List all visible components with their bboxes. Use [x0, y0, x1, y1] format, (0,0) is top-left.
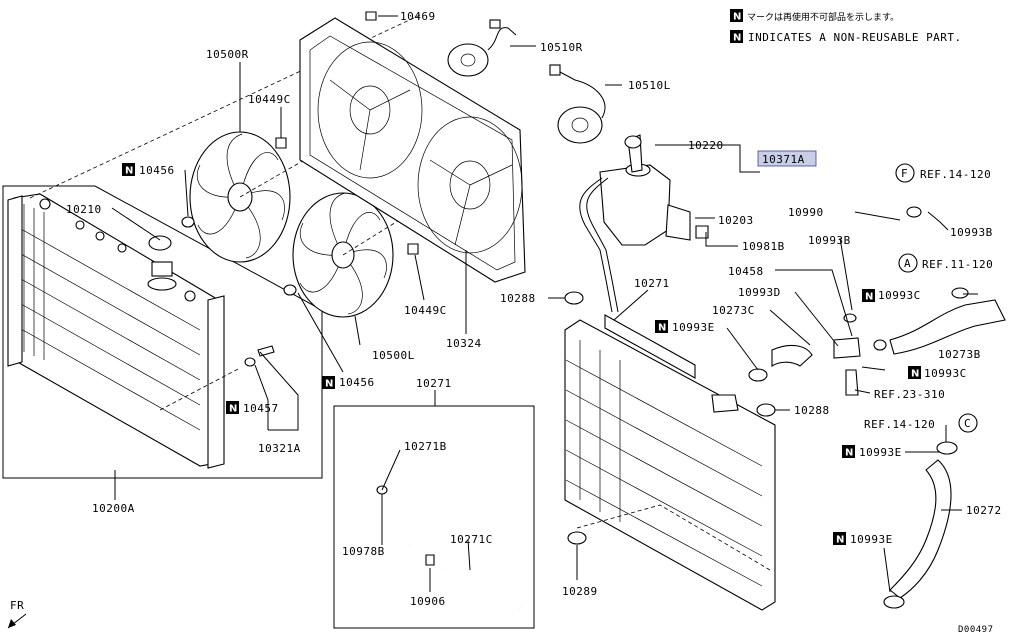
- part-labels: 10469 10510R 10510L 10500R 10449C 10456 …: [10, 10, 1002, 635]
- non-reusable-n-icon: [730, 30, 743, 43]
- non-reusable-markers: [122, 163, 921, 545]
- label-ref-14-120[interactable]: REF.14-120: [920, 168, 991, 181]
- label-10458[interactable]: 10458: [728, 265, 764, 278]
- highlighted-part-box: [757, 150, 817, 167]
- n-icon: [122, 163, 135, 176]
- bolts: [181, 11, 419, 296]
- label-10449C[interactable]: 10449C: [248, 93, 291, 106]
- label-10324[interactable]: 10324: [446, 337, 482, 350]
- label-10510R[interactable]: 10510R: [540, 41, 583, 54]
- callout-a: A: [904, 257, 911, 270]
- label-10203[interactable]: 10203: [718, 214, 754, 227]
- leader-lines: [111, 15, 978, 593]
- label-10288[interactable]: 10288: [794, 404, 830, 417]
- label-10457[interactable]: 10457: [243, 402, 279, 415]
- callout-f: F: [901, 167, 908, 180]
- label-10469[interactable]: 10469: [400, 10, 436, 23]
- n-icon: [322, 376, 335, 389]
- n-symbol-text: N: [733, 12, 741, 23]
- label-10271B[interactable]: 10271B: [404, 440, 447, 453]
- label-ref-14-120-c[interactable]: REF.14-120: [864, 418, 935, 431]
- label-10273C[interactable]: 10273C: [712, 304, 755, 317]
- fan-motor-10510R: [447, 19, 517, 77]
- label-10993B[interactable]: 10993B: [950, 226, 993, 239]
- n-letters: N N N N N N N N: [125, 166, 919, 546]
- reservoir-tank-10220: [579, 134, 709, 313]
- svg-text:N: N: [845, 448, 853, 459]
- document-id: D00497: [958, 625, 994, 635]
- label-10993E[interactable]: 10993E: [859, 446, 902, 459]
- label-10993E[interactable]: 10993E: [672, 321, 715, 334]
- non-reusable-n-icon: [730, 9, 743, 22]
- n-icon: [842, 445, 855, 458]
- label-10449C[interactable]: 10449C: [404, 304, 447, 317]
- label-10371A[interactable]: 10371A: [762, 153, 805, 166]
- label-10993B[interactable]: 10993B: [808, 234, 851, 247]
- front-arrow-icon: [7, 613, 27, 629]
- svg-text:N: N: [911, 369, 919, 380]
- svg-text:N: N: [229, 404, 237, 415]
- label-10271[interactable]: 10271: [416, 377, 452, 390]
- fan-shroud-10324: [299, 17, 526, 283]
- legend-en-note: INDICATES A NON-REUSABLE PART.: [748, 31, 962, 44]
- label-10993C[interactable]: 10993C: [878, 289, 921, 302]
- label-ref-11-120[interactable]: REF.11-120: [922, 258, 993, 271]
- label-10990[interactable]: 10990: [788, 206, 824, 219]
- n-icon: [226, 401, 239, 414]
- label-10993C[interactable]: 10993C: [924, 367, 967, 380]
- label-10981B[interactable]: 10981B: [742, 240, 785, 253]
- n-icon: [833, 532, 846, 545]
- label-10993E[interactable]: 10993E: [850, 533, 893, 546]
- ref-callouts: F A C: [895, 163, 978, 433]
- n-icon: [908, 366, 921, 379]
- radiator-assembly-left: [2, 185, 323, 479]
- n-icon: [655, 320, 668, 333]
- front-direction-label: FR: [10, 599, 24, 612]
- label-10321A[interactable]: 10321A: [258, 442, 301, 455]
- label-10456[interactable]: 10456: [139, 164, 175, 177]
- label-10978B[interactable]: 10978B: [342, 545, 385, 558]
- label-10510L[interactable]: 10510L: [628, 79, 671, 92]
- n-icon: [862, 289, 875, 302]
- label-10200A[interactable]: 10200A: [92, 502, 135, 515]
- callout-c: C: [964, 417, 971, 430]
- svg-text:N: N: [125, 166, 133, 177]
- radiator-assembly-right: [564, 291, 776, 611]
- label-10272[interactable]: 10272: [966, 504, 1002, 517]
- hose-detail-box: [333, 405, 535, 629]
- label-10993D[interactable]: 10993D: [738, 286, 781, 299]
- label-10500L[interactable]: 10500L: [372, 349, 415, 362]
- label-10456[interactable]: 10456: [339, 376, 375, 389]
- label-10288[interactable]: 10288: [500, 292, 536, 305]
- label-10906[interactable]: 10906: [410, 595, 446, 608]
- label-ref-23-310[interactable]: REF.23-310: [874, 388, 945, 401]
- label-10210[interactable]: 10210: [66, 203, 102, 216]
- label-10500R[interactable]: 10500R: [206, 48, 249, 61]
- legend-jp-note: マークは再使用不可部品を示します。: [747, 11, 899, 23]
- label-10271[interactable]: 10271: [634, 277, 670, 290]
- svg-text:N: N: [325, 379, 333, 390]
- label-10289[interactable]: 10289: [562, 585, 598, 598]
- svg-text:N: N: [658, 323, 666, 334]
- legend: N マークは再使用不可部品を示します。 N INDICATES A NON-RE…: [730, 9, 962, 44]
- fan-motor-10510L: [549, 64, 606, 144]
- lower-hose-10272: [883, 441, 958, 609]
- label-10273B[interactable]: 10273B: [938, 348, 981, 361]
- svg-text:N: N: [836, 535, 844, 546]
- n-symbol-text: N: [733, 33, 741, 44]
- svg-text:N: N: [865, 292, 873, 303]
- label-10220[interactable]: 10220: [688, 139, 724, 152]
- upper-hoses: [748, 299, 1006, 396]
- label-10271C[interactable]: 10271C: [450, 533, 493, 546]
